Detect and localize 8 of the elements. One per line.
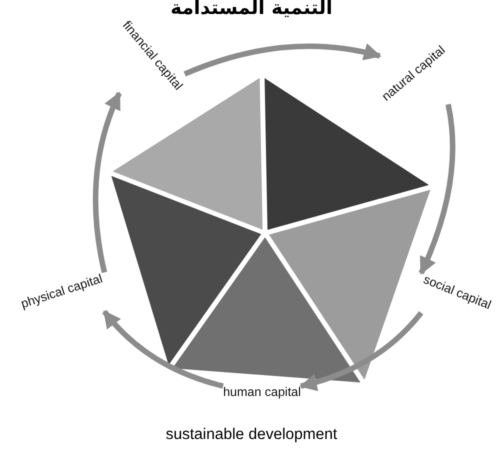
segment-label: human capital <box>223 386 301 400</box>
caption: sustainable development <box>164 426 338 444</box>
segment-label: social capital <box>421 273 493 313</box>
curved-arrow <box>184 44 382 77</box>
curved-arrow <box>92 92 122 273</box>
curved-arrow <box>418 104 456 275</box>
curved-arrow <box>102 310 224 389</box>
curved-arrow <box>299 311 424 391</box>
